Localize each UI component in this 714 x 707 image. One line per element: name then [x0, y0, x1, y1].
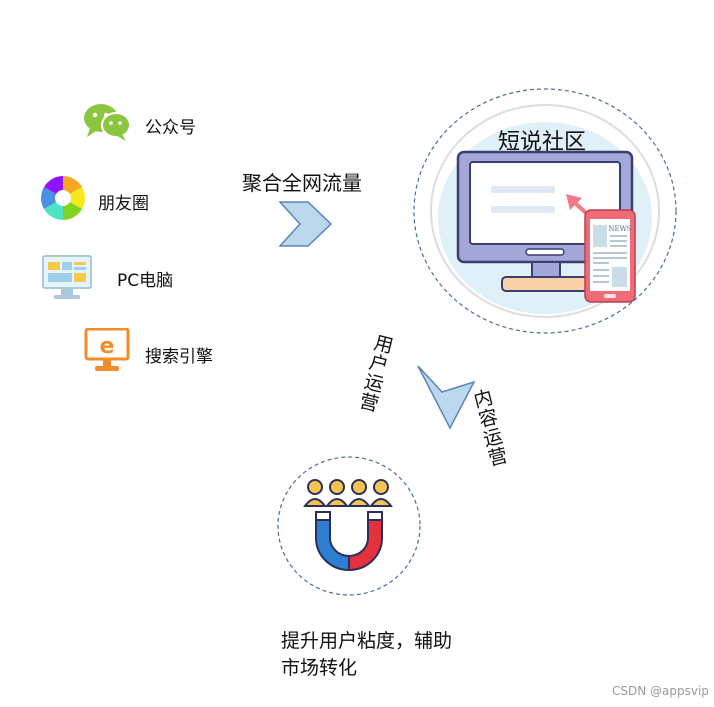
- watermark-text: CSDN @appsvip: [612, 684, 709, 698]
- aggregate-label: 聚合全网流量: [242, 171, 362, 195]
- user-ops-label: 用户运营: [354, 331, 396, 415]
- phone-news-icon: NEWS: [584, 209, 636, 303]
- photos-icon: [40, 175, 86, 221]
- source-label-search: 搜索引擎: [145, 347, 213, 367]
- source-label-pc: PC电脑: [117, 271, 174, 291]
- result-text-line2: 市场转化: [281, 657, 358, 679]
- wechat-icon: [82, 100, 132, 142]
- right-chevron-arrow: [278, 200, 334, 248]
- magnet-icon: [312, 510, 386, 572]
- pc-icon: [42, 255, 92, 301]
- source-label-wechat: 公众号: [145, 118, 196, 138]
- down-chevron-arrow: [412, 362, 478, 432]
- result-text: 提升用户粘度，辅助 市场转化: [281, 628, 452, 682]
- result-text-line1: 提升用户粘度，辅助: [281, 630, 453, 652]
- svg-text:e: e: [100, 334, 115, 359]
- phone-news-text: NEWS: [608, 225, 631, 233]
- search-engine-icon: e: [84, 328, 130, 374]
- source-label-photos: 朋友圈: [98, 194, 149, 214]
- users-group-icon: [303, 478, 395, 508]
